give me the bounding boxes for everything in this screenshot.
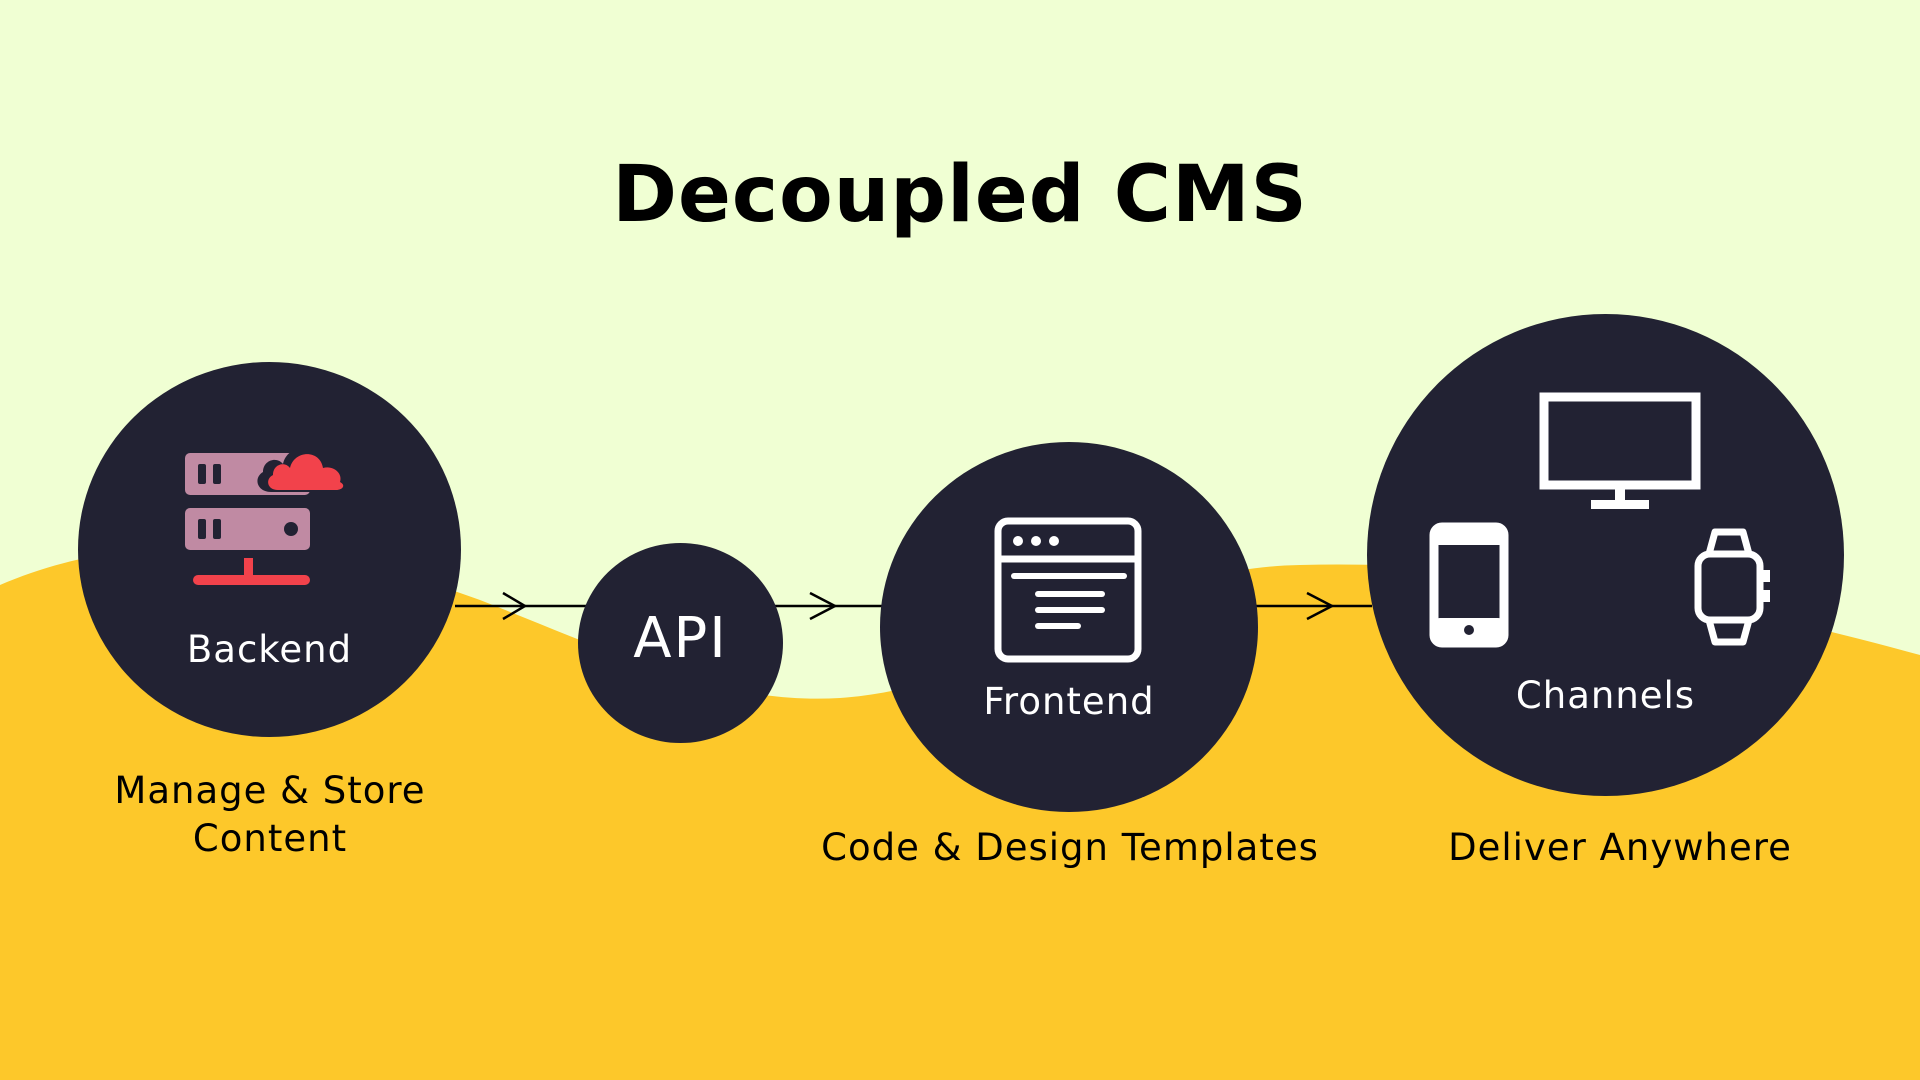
browser-window-icon (994, 517, 1142, 663)
page-title: Decoupled CMS (612, 150, 1308, 240)
backend-node: Backend (78, 362, 461, 737)
frontend-node: Frontend (880, 442, 1258, 812)
monitor-icon (1539, 392, 1701, 509)
server-cloud-icon (185, 448, 346, 585)
backend-caption-line2: Content (192, 817, 348, 860)
api-node: API (578, 543, 783, 743)
api-label: API (633, 605, 728, 671)
backend-caption-line1: Manage & Store (114, 769, 426, 812)
channels-node: Channels (1367, 314, 1844, 796)
frontend-caption: Code & Design Templates (821, 826, 1319, 869)
backend-caption: Manage & Store Content (70, 767, 470, 863)
smartphone-icon (1429, 522, 1509, 648)
channels-caption: Deliver Anywhere (1448, 826, 1792, 869)
backend-label: Backend (186, 628, 353, 671)
smartwatch-icon (1694, 528, 1770, 646)
channels-label: Channels (1515, 674, 1696, 717)
frontend-label: Frontend (983, 680, 1155, 723)
